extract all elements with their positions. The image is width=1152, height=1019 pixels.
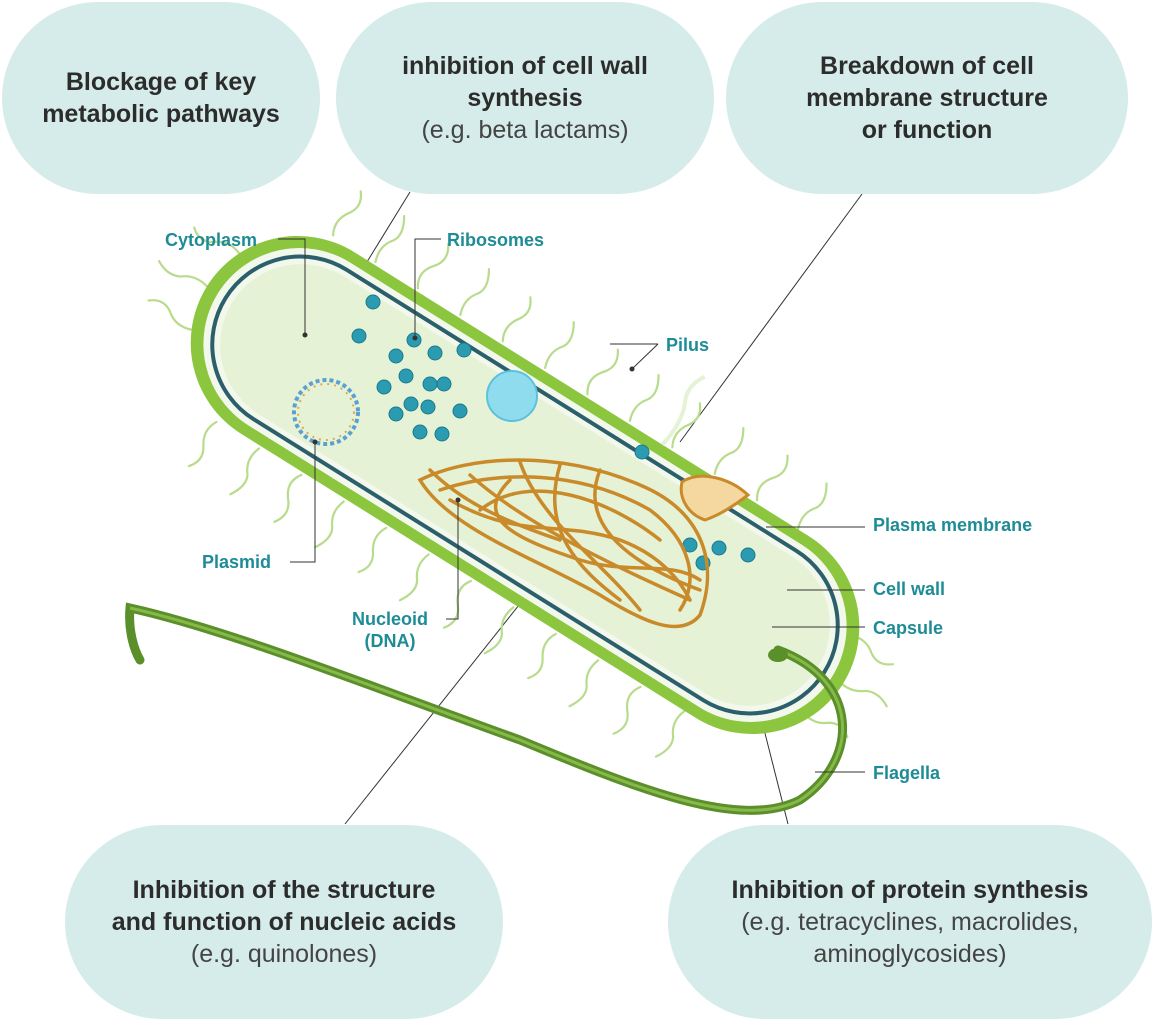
bubble-title: Blockage of key metabolic pathways — [42, 68, 280, 128]
cell-wall-connector — [361, 191, 411, 271]
ribosome — [427, 345, 443, 361]
ribosome — [412, 424, 428, 440]
protein-synthesis-bubble: Inhibition of protein synthesis (e.g. te… — [668, 825, 1152, 1019]
cell-wall-synthesis-bubble: inhibition of cell wall synthesis (e.g. … — [336, 2, 714, 194]
fimbriae — [147, 190, 895, 758]
ribosome — [456, 342, 472, 358]
ribosome — [422, 376, 438, 392]
ribosome — [388, 406, 404, 422]
nucleic-acids-bubble: Inhibition of the structure and function… — [65, 825, 503, 1019]
label-plasmid: Plasmid — [202, 552, 272, 572]
metabolic-pathways-bubble: Blockage of key metabolic pathways — [2, 2, 320, 194]
label-capsule: Capsule — [873, 618, 944, 638]
nucleoid-dna — [417, 458, 710, 629]
mesosome — [679, 474, 751, 522]
ribosome — [388, 348, 404, 364]
label-dots — [302, 332, 635, 503]
ribosome — [398, 368, 414, 384]
cell-body — [147, 190, 895, 758]
ribosomes — [351, 294, 756, 571]
label-cytoplasm: Cytoplasm — [165, 230, 258, 250]
ribosome — [436, 376, 452, 392]
label-nucleoid-line2: (DNA) — [364, 631, 416, 651]
label-nucleoid-line1: Nucleoid — [351, 609, 428, 629]
ribosome — [376, 379, 392, 395]
bubble-subtitle: (e.g. beta lactams) — [421, 116, 629, 144]
bubble-subtitle: (e.g. tetracyclines, macrolides, aminogl… — [741, 908, 1079, 968]
label-plasma-membrane: Plasma membrane — [873, 515, 1033, 535]
ribosome — [452, 403, 468, 419]
bubble-title: Inhibition of protein synthesis — [731, 876, 1089, 904]
label-ribosomes: Ribosomes — [447, 230, 545, 250]
ribosome — [365, 294, 381, 310]
ribosome — [634, 444, 650, 460]
ribosome — [420, 399, 436, 415]
label-nucleoid: Nucleoid (DNA) — [340, 608, 440, 652]
plasmid-ring — [292, 378, 360, 446]
flagellum-base — [768, 648, 788, 662]
flagellum-highlight — [129, 606, 844, 812]
bubble-title: Breakdown of cell membrane structure or … — [806, 52, 1048, 144]
ribosome — [351, 328, 367, 344]
label-cell-wall: Cell wall — [873, 579, 946, 599]
label-pilus: Pilus — [666, 335, 710, 355]
ribosome — [403, 396, 419, 412]
pilus — [660, 374, 706, 446]
cell-membrane-bubble: Breakdown of cell membrane structure or … — [726, 2, 1128, 194]
bubble-title: inhibition of cell wall synthesis — [402, 52, 648, 112]
membrane-connector — [679, 193, 863, 443]
nucleic-connector — [344, 565, 551, 825]
plasma-membrane-layer — [210, 254, 840, 716]
label-leaders — [278, 238, 865, 773]
bubble-title: Inhibition of the structure and function… — [111, 876, 457, 936]
ribosome — [711, 540, 727, 556]
ribosome — [434, 426, 450, 442]
vacuole — [486, 370, 538, 422]
ribosome — [740, 547, 756, 563]
bubble-subtitle: (e.g. quinolones) — [190, 940, 378, 968]
label-flagella: Flagella — [873, 763, 941, 783]
